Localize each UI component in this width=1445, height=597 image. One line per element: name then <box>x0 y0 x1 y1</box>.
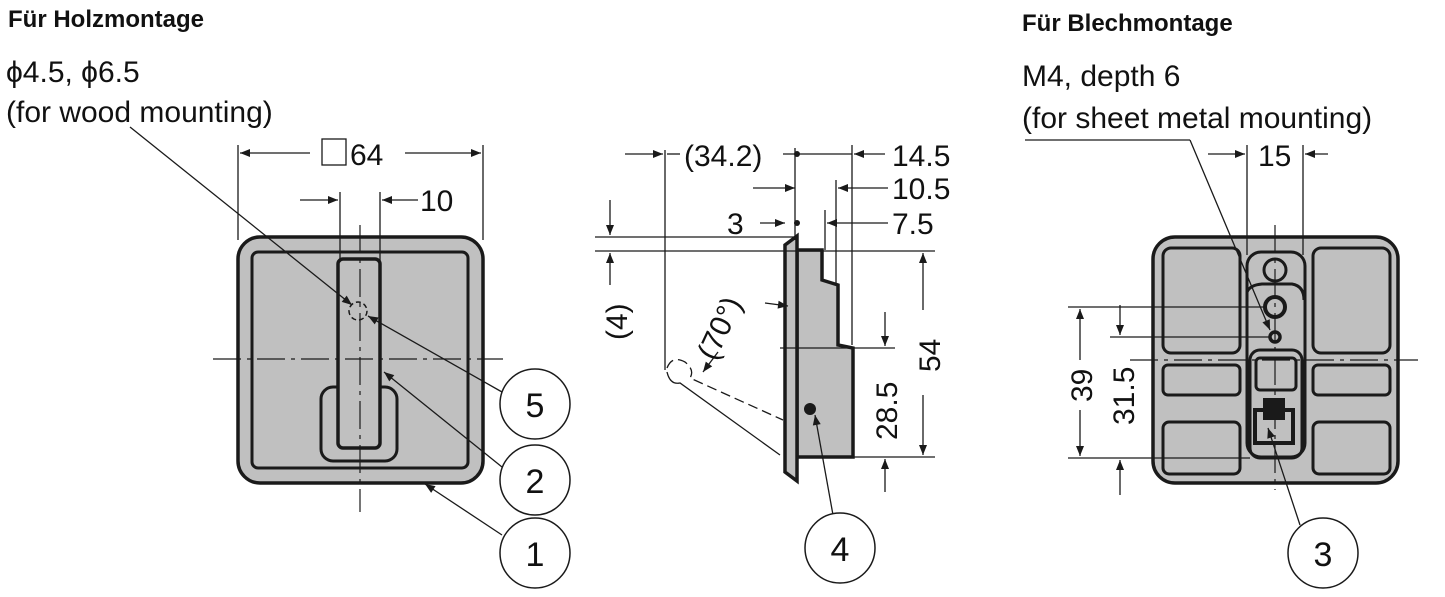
side-view: (34.2) 14.5 10.5 3 7.5 (4) (70°) 54 28.5… <box>595 140 950 584</box>
balloon-4: 4 <box>804 512 876 584</box>
handle-body-side <box>795 248 855 459</box>
thread-note: (for sheet metal mounting) <box>1022 102 1372 135</box>
balloon-2: 2 <box>499 444 571 516</box>
balloon-5: 5 <box>499 368 571 440</box>
dim-54: 54 <box>914 339 947 372</box>
wood-hole-spec: ϕ4.5, ϕ6.5 <box>6 56 140 89</box>
thread-spec: M4, depth 6 <box>1022 60 1180 93</box>
wood-mount-view: Für Holzmontage ϕ4.5, ϕ6.5 (for wood mou… <box>6 6 571 589</box>
balloon-1: 1 <box>499 517 571 589</box>
dim-14-5: 14.5 <box>892 140 950 173</box>
svg-text:1: 1 <box>526 536 545 574</box>
sheet-metal-title: Für Blechmontage <box>1022 10 1233 37</box>
wood-hole-note: (for wood mounting) <box>6 96 273 129</box>
sheet-metal-mount-view: Für Blechmontage M4, depth 6 (for sheet … <box>1022 10 1418 589</box>
dim-10-5: 10.5 <box>892 173 950 206</box>
dim-3: 3 <box>727 208 744 241</box>
dim-34-2: (34.2) <box>684 140 762 173</box>
dim-39: 39 <box>1066 369 1099 402</box>
dim-28-5: 28.5 <box>871 382 904 440</box>
dim-31-5: 31.5 <box>1108 367 1141 425</box>
svg-text:3: 3 <box>1314 536 1333 574</box>
square-symbol <box>321 138 347 166</box>
handle-plate-side <box>783 232 799 485</box>
dim-15: 15 <box>1258 140 1291 173</box>
mounting-hole <box>348 301 368 321</box>
lock-pin <box>804 403 816 415</box>
balloon-3: 3 <box>1287 517 1359 589</box>
wood-mount-title: Für Holzmontage <box>8 6 204 33</box>
dim-width-64: 64 <box>350 139 383 172</box>
dim-slot-10: 10 <box>420 185 453 218</box>
dim-7-5: 7.5 <box>892 208 934 241</box>
angle-70: (70°) <box>691 292 749 365</box>
svg-text:4: 4 <box>831 531 850 569</box>
dim-4: (4) <box>601 303 634 340</box>
svg-text:5: 5 <box>526 387 545 425</box>
svg-text:2: 2 <box>526 463 545 501</box>
handle-lever <box>336 257 382 450</box>
